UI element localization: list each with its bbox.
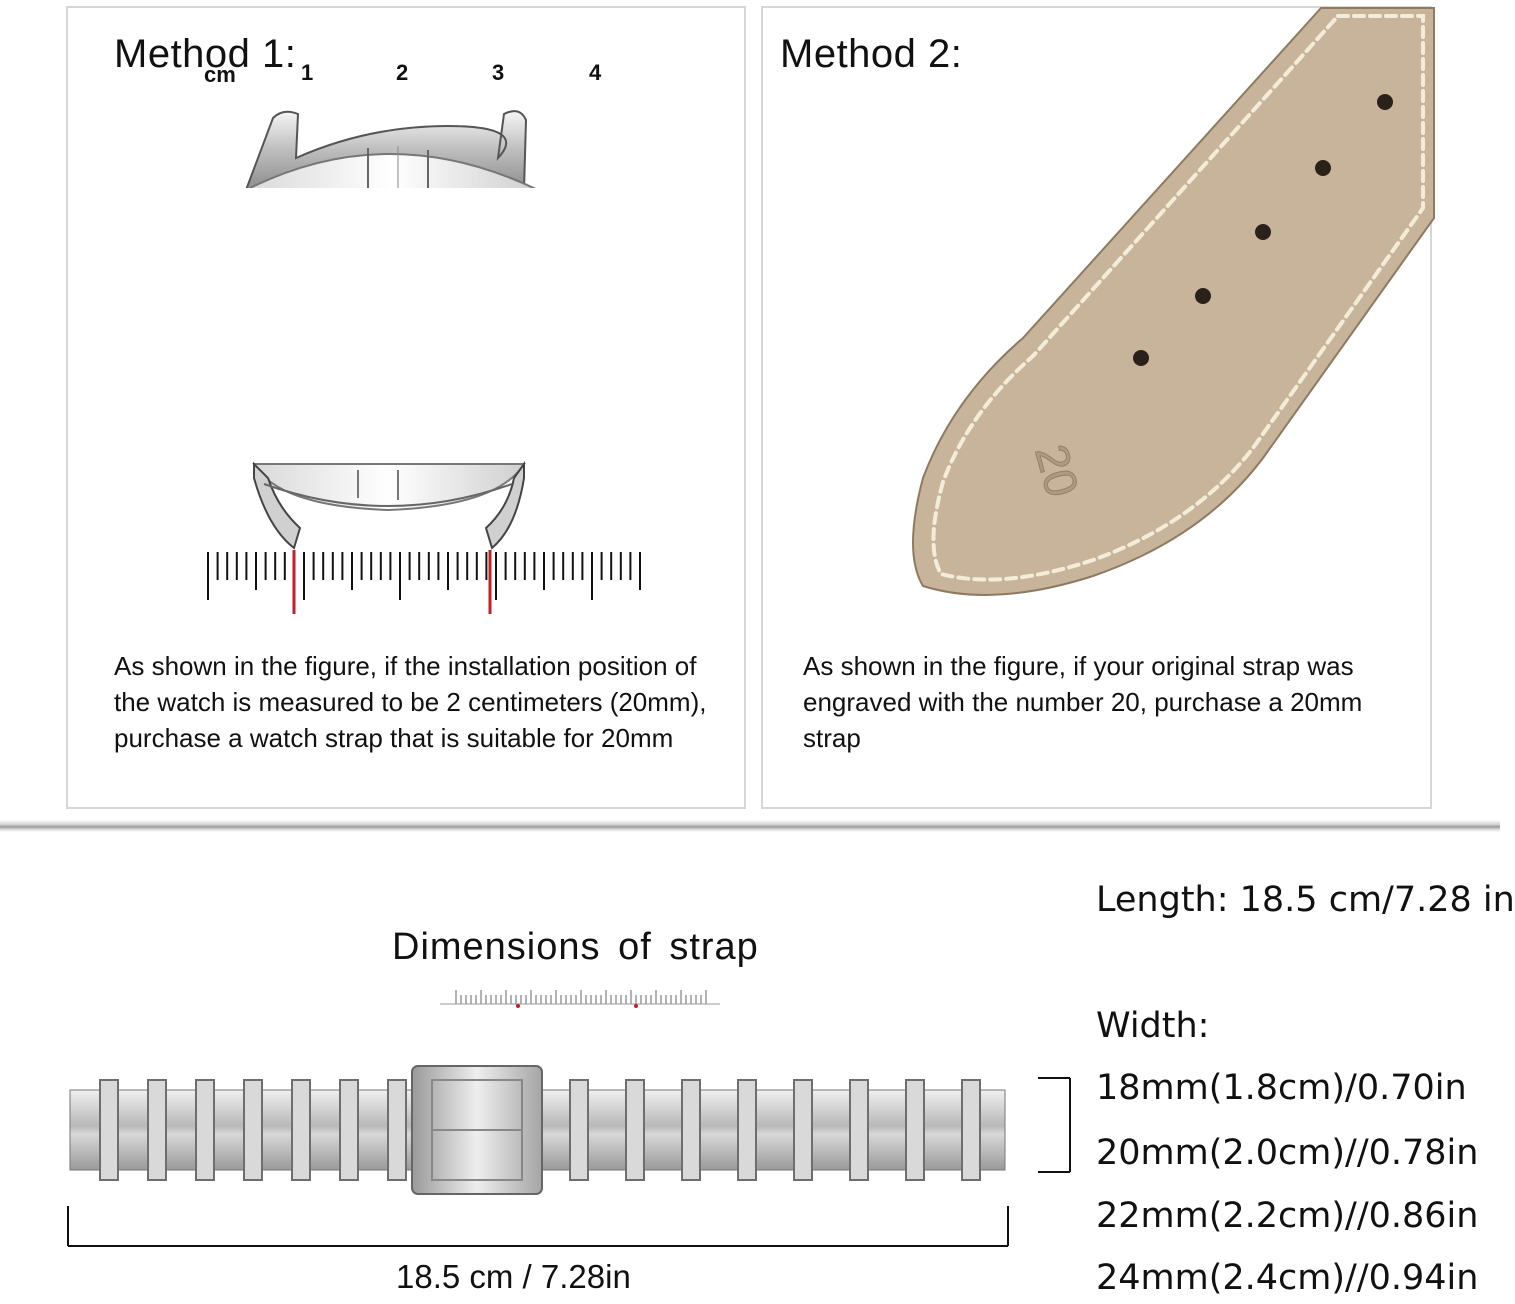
method-2-title: Method 2: [780,32,963,76]
bracelet-link [849,1079,869,1181]
spec-width-option: 18mm(1.8cm)/0.70in [1096,1068,1467,1108]
section-divider [0,820,1500,832]
centimeter-ruler [207,550,641,614]
method-2-description: As shown in the figure, if your original… [803,651,1363,753]
steel-bracelet-illustration [69,1065,1006,1195]
length-dimension-line [67,1206,1009,1247]
bracelet-link [625,1079,645,1181]
ruler-number-1: 1 [301,60,314,85]
spec-width-option: 24mm(2.4cm)//0.94in [1096,1258,1479,1298]
ruler-number-4: 4 [589,60,602,85]
strap-hole [1255,224,1271,240]
bracelet-link [243,1079,263,1181]
length-caption: 18.5 cm / 7.28in [396,1258,631,1295]
spec-length: Length: 18.5 cm/7.28 in [1096,880,1515,920]
bracelet-link [195,1079,215,1181]
small-ruler-marker [516,1004,520,1008]
bracelet-link [339,1079,359,1181]
bracelet-link [681,1079,701,1181]
ruler-number-3: 3 [492,60,505,85]
method-1-panel: Method 1: cm [66,6,746,809]
bracelet-link [99,1079,119,1181]
bracelet-link [737,1079,757,1181]
strap-body [912,7,1435,596]
strap-hole [1133,350,1149,366]
small-ruler-icon [440,990,720,1008]
bracelet-link [905,1079,925,1181]
bracelet-link [291,1079,311,1181]
spec-width-label: Width: [1096,1006,1210,1046]
spec-width-option: 20mm(2.0cm)//0.78in [1096,1133,1479,1173]
method-1-description: As shown in the figure, if the installat… [114,651,707,753]
strap-hole [1377,94,1393,110]
spec-width-option: 22mm(2.2cm)//0.86in [1096,1196,1479,1236]
watch-case-illustration [244,110,544,550]
bracelet-link [569,1079,589,1181]
bracelet-link [387,1079,407,1181]
bracelet-link [793,1079,813,1181]
ruler-unit-label: cm [204,62,236,87]
strap-hole [1195,288,1211,304]
method-2-panel: Method 2: 20 As shown in the figure, if … [761,6,1435,809]
bracelet-link [147,1079,167,1181]
width-dimension-bracket [1038,1077,1071,1173]
strap-hole [1315,160,1331,176]
strap-stitching [931,14,1425,582]
bracelet-link [961,1079,981,1181]
dimensions-title: Dimensions of strap [392,926,759,968]
ruler-number-2: 2 [396,60,409,85]
method-1-title: Method 1: [114,32,297,76]
leather-strap-illustration: 20 [912,7,1435,596]
small-ruler-marker [634,1004,638,1008]
